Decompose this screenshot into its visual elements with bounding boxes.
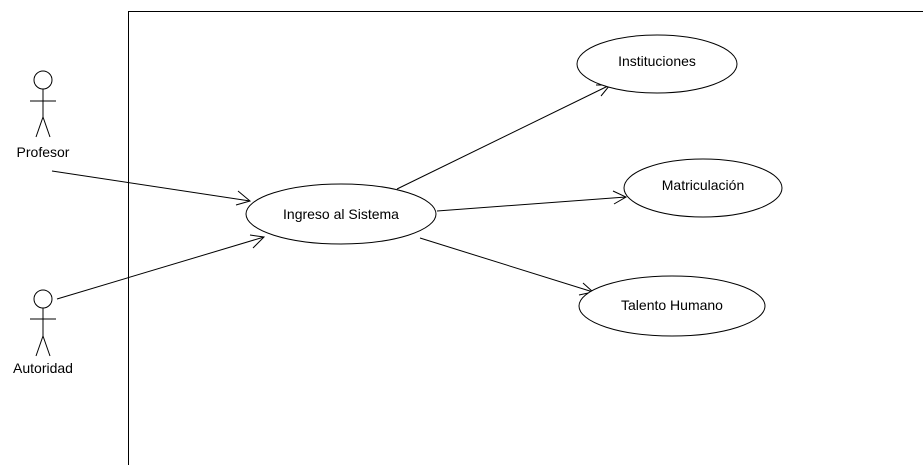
association-ingreso-instituciones	[396, 84, 611, 190]
use-case-label: Ingreso al Sistema	[283, 206, 399, 222]
use-case-instituciones[interactable]: Instituciones	[576, 34, 738, 94]
use-case-ellipse	[623, 158, 783, 218]
association-ingreso-talento	[419, 237, 594, 293]
actor-right-leg	[42, 116, 51, 138]
use-case-label: Instituciones	[618, 53, 696, 69]
use-case-label: Matriculación	[662, 177, 744, 193]
arrowhead-ingreso-autoridad	[249, 234, 266, 249]
association-autoridad-ingreso	[56, 236, 265, 300]
association-profesor-ingreso	[51, 170, 251, 202]
actor-autoridad[interactable]	[30, 289, 56, 357]
association-ingreso-matriculacion	[436, 196, 627, 212]
use-case-ellipse	[578, 275, 766, 337]
actor-head	[33, 70, 53, 90]
actor-label-autoridad: Autoridad	[13, 360, 73, 376]
use-case-matriculacion[interactable]: Matriculación	[623, 158, 783, 218]
actor-left-leg	[35, 116, 44, 138]
use-case-ingreso[interactable]: Ingreso al Sistema	[245, 183, 437, 245]
use-case-label: Talento Humano	[621, 297, 723, 313]
actor-right-leg	[42, 335, 51, 357]
use-case-talento[interactable]: Talento Humano	[578, 275, 766, 337]
arrowhead-matriculacion	[612, 190, 628, 205]
arrowhead-ingreso-profesor	[235, 190, 252, 206]
actor-label-profesor: Profesor	[17, 144, 70, 160]
actor-profesor[interactable]	[30, 70, 56, 138]
use-case-ellipse	[245, 183, 437, 245]
system-boundary	[128, 11, 923, 465]
actor-left-leg	[35, 335, 44, 357]
actor-head	[33, 289, 53, 309]
use-case-ellipse	[576, 34, 738, 94]
